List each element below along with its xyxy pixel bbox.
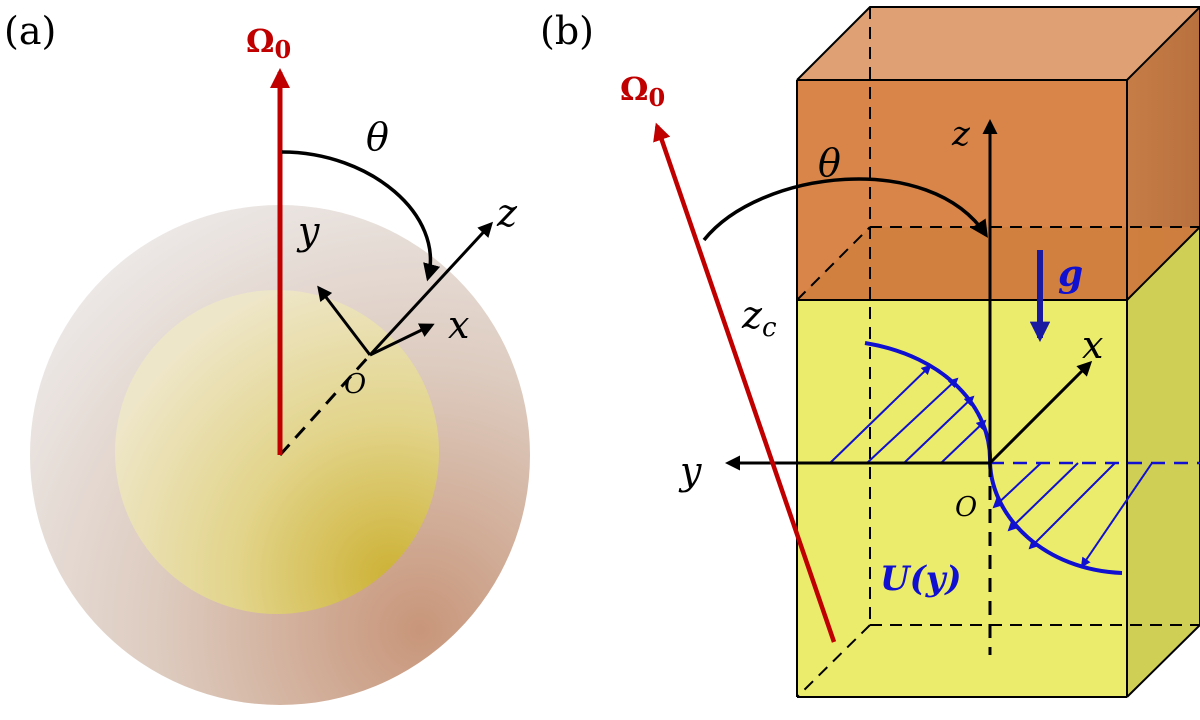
theta-arc-arrow-b — [702, 177, 988, 242]
hidden-edges — [796, 7, 1200, 698]
zc-subscript: c — [762, 313, 777, 343]
axis-x-label: x — [448, 303, 469, 347]
planet-core — [115, 290, 439, 614]
panel-a: (a) Ω0 θ z x y O — [4, 9, 530, 705]
origin-label-b: O — [955, 492, 977, 523]
gravity-label: g — [1058, 253, 1083, 295]
lower-layer-front-face — [797, 300, 1127, 697]
theta-arc-arrow — [281, 150, 441, 282]
omega-label-b: Ω0 — [620, 70, 665, 112]
axis-y-label: y — [296, 209, 320, 253]
velocity-profile-arrows — [829, 364, 1153, 568]
axis-z-label: z — [496, 191, 518, 235]
interface-plane — [797, 227, 1200, 300]
axis-z-arrow — [368, 221, 494, 357]
axis-x-arrow-b — [988, 360, 1093, 465]
rotation-axis-arrow-b — [653, 122, 837, 643]
omega-label: Ω0 — [246, 22, 291, 64]
omega-subscript: 0 — [274, 35, 291, 64]
panel-b: (b) — [540, 6, 1200, 698]
axis-x-arrow — [369, 323, 435, 357]
omega-symbol: Ω — [246, 22, 274, 60]
axis-z-label-b: z — [951, 114, 971, 154]
axis-y-arrow — [317, 285, 372, 356]
axis-x-label-b: x — [1082, 323, 1103, 367]
velocity-profile-label: U(y) — [880, 559, 962, 599]
origin-label: O — [344, 369, 366, 400]
panel-a-label: (a) — [4, 9, 56, 53]
panel-b-label: (b) — [540, 9, 594, 53]
omega-subscript-b: 0 — [648, 83, 665, 112]
omega-symbol-b: Ω — [620, 70, 648, 108]
zc-main: z — [741, 293, 763, 337]
axis-y-label-b: y — [678, 449, 702, 493]
theta-label: θ — [366, 115, 389, 159]
box-edges — [796, 6, 1200, 698]
zc-label: zc — [741, 293, 777, 343]
theta-label-b: θ — [818, 141, 841, 185]
upper-layer-top-face — [797, 7, 1200, 80]
